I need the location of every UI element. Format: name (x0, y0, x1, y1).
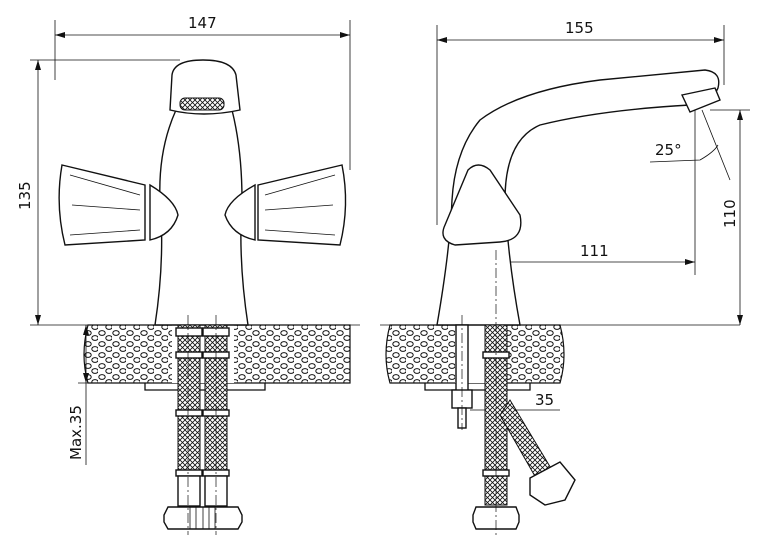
aerator-mesh (179, 97, 225, 111)
width-dimension: 147 (54, 14, 351, 170)
length-dim-label: 155 (565, 19, 594, 37)
right-handle (257, 164, 347, 246)
left-handle (58, 164, 146, 246)
angle-dim-label: 25° (655, 141, 682, 159)
right-handle-base (224, 183, 256, 241)
length-dimension: 155 (436, 19, 725, 225)
angle-dimension: 25° (649, 109, 731, 181)
side-hose-nut (472, 506, 520, 530)
spout-aerator (680, 87, 721, 113)
side-view: 155 110 111 25° 35 (380, 19, 750, 535)
angled-hose-nut (529, 461, 576, 506)
mount-dim-label: Max.35 (67, 405, 85, 460)
side-handle (442, 164, 522, 246)
spout-height-dim-label: 110 (721, 199, 739, 228)
height-dim-label: 135 (16, 181, 34, 210)
front-view: 147 135 Max.35 (16, 14, 360, 535)
width-dim-label: 147 (188, 14, 217, 32)
hose-offset-dim-label: 35 (535, 391, 554, 409)
supply-hoses (163, 315, 243, 535)
height-dimension: 135 (16, 59, 180, 325)
spout-height-dimension: 110 (710, 109, 750, 325)
reach-dim-label: 111 (580, 242, 609, 260)
left-handle-base (149, 183, 179, 241)
mount-dimension: Max.35 (67, 325, 110, 465)
